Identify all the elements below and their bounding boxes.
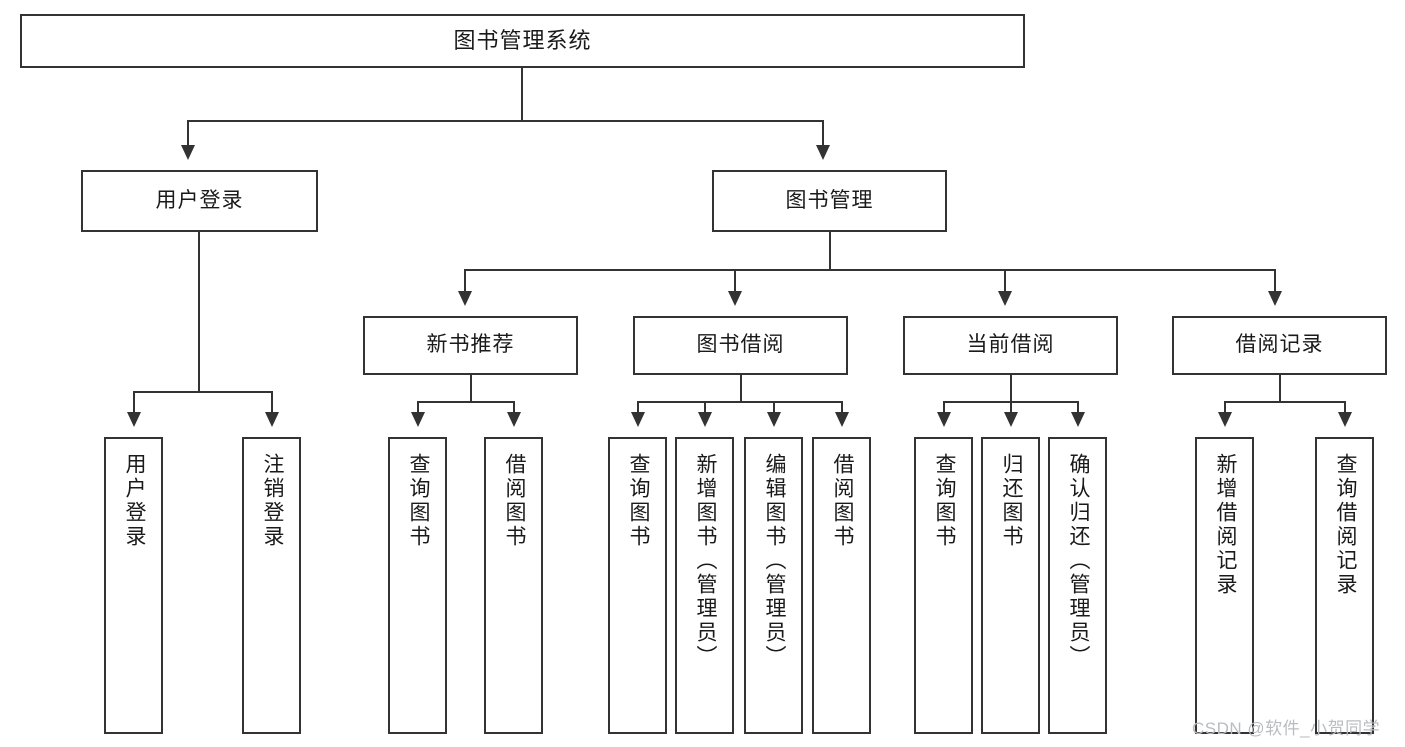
leaf-new-book-1[interactable]: 查询图书 [388, 437, 447, 734]
connector-book-borrow-to-leaf-4 [841, 401, 843, 412]
leaf-book-borrow-4[interactable]: 借阅图书 [812, 437, 871, 734]
leaf-borrow-record-1[interactable]: 新增借阅记录 [1195, 437, 1254, 734]
arrowhead-book-borrow-leaf-2 [698, 412, 712, 427]
arrowhead-current-borrow [998, 291, 1012, 306]
connector-user-login-stem [198, 232, 200, 392]
node-current-borrow[interactable]: 当前借阅 [903, 316, 1118, 375]
connector-new-book-stem [470, 375, 472, 402]
leaf-book-borrow-3[interactable]: 编辑图书（管理员） [744, 437, 803, 734]
connector-new-book-bus [417, 401, 513, 403]
node-label: 查询图书 [406, 453, 430, 549]
arrowhead-borrow-record [1268, 291, 1282, 306]
connector-book-manage-to-borrow [734, 269, 736, 291]
node-label: 借阅记录 [1235, 333, 1324, 357]
arrowhead-new-book-leaf-2 [507, 412, 521, 427]
leaf-user-login-2[interactable]: 注销登录 [242, 437, 301, 734]
arrowhead-user-login-leaf-1 [127, 412, 141, 427]
connector-current-borrow-to-leaf-1 [943, 401, 945, 412]
node-label: 新增图书（管理员） [693, 453, 717, 669]
node-label: 查询图书 [626, 453, 650, 549]
leaf-book-borrow-1[interactable]: 查询图书 [608, 437, 667, 734]
connector-book-manage-to-current [1004, 269, 1006, 291]
connector-borrow-record-to-leaf-2 [1344, 401, 1346, 412]
node-new-book-recommend[interactable]: 新书推荐 [363, 316, 578, 375]
leaf-current-borrow-2[interactable]: 归还图书 [981, 437, 1040, 734]
arrowhead-book-borrow-leaf-4 [835, 412, 849, 427]
arrowhead-borrow-record-leaf-2 [1338, 412, 1352, 427]
node-book-management[interactable]: 图书管理 [712, 170, 947, 232]
node-label: 查询图书 [932, 453, 956, 549]
connector-user-login-to-leaf-1 [133, 391, 135, 412]
node-label: 借阅图书 [502, 453, 526, 549]
leaf-book-borrow-2[interactable]: 新增图书（管理员） [675, 437, 734, 734]
arrowhead-root-to-book-manage [816, 145, 830, 160]
connector-new-book-to-leaf-1 [417, 401, 419, 412]
node-label: 图书管理 [785, 188, 874, 212]
connector-root-to-user-login [187, 120, 189, 145]
node-label: 新书推荐 [426, 333, 515, 357]
leaf-current-borrow-1[interactable]: 查询图书 [914, 437, 973, 734]
arrowhead-new-book [458, 291, 472, 306]
node-label: 查询借阅记录 [1333, 453, 1357, 597]
connector-book-manage-to-record [1274, 269, 1276, 291]
connector-book-manage-to-new-book [464, 269, 466, 291]
connector-book-manage-bus [464, 269, 1276, 271]
connector-book-borrow-to-leaf-1 [637, 401, 639, 412]
node-label: 确认归还（管理员） [1066, 453, 1090, 669]
connector-current-borrow-stem [1010, 375, 1012, 402]
connector-root-stem [521, 68, 523, 121]
node-label: 图书借阅 [696, 333, 785, 357]
node-label: 用户登录 [122, 453, 146, 549]
arrowhead-new-book-leaf-1 [411, 412, 425, 427]
node-label: 用户登录 [155, 188, 244, 212]
node-label: 归还图书 [999, 453, 1023, 549]
connector-borrow-record-to-leaf-1 [1224, 401, 1226, 412]
node-book-borrow[interactable]: 图书借阅 [633, 316, 848, 375]
node-borrow-record[interactable]: 借阅记录 [1172, 316, 1387, 375]
arrowhead-current-borrow-leaf-1 [937, 412, 951, 427]
connector-root-bus [187, 120, 824, 122]
leaf-user-login-1[interactable]: 用户登录 [104, 437, 163, 734]
connector-book-borrow-bus [637, 401, 841, 403]
connector-book-manage-stem [829, 232, 831, 270]
leaf-new-book-2[interactable]: 借阅图书 [484, 437, 543, 734]
arrowhead-current-borrow-leaf-3 [1071, 412, 1085, 427]
leaf-borrow-record-2[interactable]: 查询借阅记录 [1315, 437, 1374, 734]
arrowhead-user-login-leaf-2 [265, 412, 279, 427]
arrowhead-root-to-user-login [181, 145, 195, 160]
arrowhead-book-borrow-leaf-3 [767, 412, 781, 427]
node-label: 新增借阅记录 [1213, 453, 1237, 597]
arrowhead-borrow-record-leaf-1 [1218, 412, 1232, 427]
csdn-watermark: CSDN @软件_小贺同学 [1192, 719, 1381, 738]
connector-borrow-record-stem [1279, 375, 1281, 402]
node-label: 图书管理系统 [453, 28, 592, 54]
connector-user-login-bus [133, 391, 271, 393]
node-label: 编辑图书（管理员） [762, 453, 786, 669]
connector-root-to-book-manage [822, 120, 824, 145]
connector-book-borrow-stem [740, 375, 742, 402]
connector-book-borrow-to-leaf-3 [773, 401, 775, 412]
node-label: 注销登录 [260, 453, 284, 549]
arrowhead-current-borrow-leaf-2 [1004, 412, 1018, 427]
node-root-system[interactable]: 图书管理系统 [20, 14, 1025, 68]
node-label: 当前借阅 [966, 333, 1055, 357]
connector-borrow-record-bus [1224, 401, 1344, 403]
connector-new-book-to-leaf-2 [513, 401, 515, 412]
connector-current-borrow-to-leaf-2 [1010, 401, 1012, 412]
connector-book-borrow-to-leaf-2 [704, 401, 706, 412]
connector-current-borrow-to-leaf-3 [1077, 401, 1079, 412]
arrowhead-book-borrow-leaf-1 [631, 412, 645, 427]
arrowhead-book-borrow [728, 291, 742, 306]
node-label: 借阅图书 [830, 453, 854, 549]
leaf-current-borrow-3[interactable]: 确认归还（管理员） [1048, 437, 1107, 734]
node-user-login[interactable]: 用户登录 [81, 170, 318, 232]
connector-user-login-to-leaf-2 [271, 391, 273, 412]
